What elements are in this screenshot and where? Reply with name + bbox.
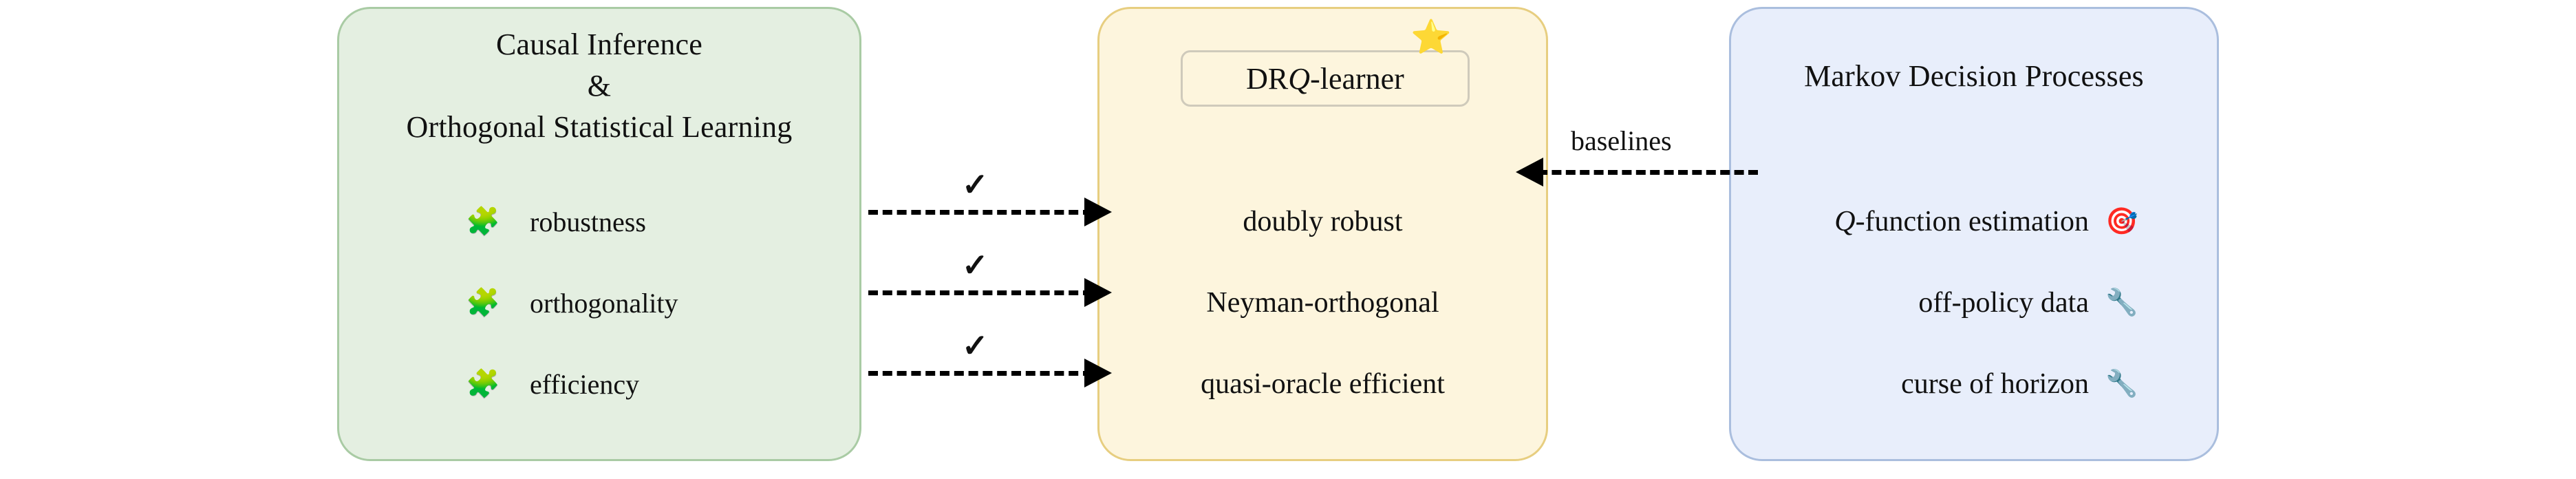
list-item: doubly robust	[1243, 206, 1403, 237]
wrench-icon: 🔧	[2105, 370, 2138, 398]
check-icon: ✓	[962, 167, 989, 202]
check-icon: ✓	[962, 328, 989, 363]
arrow-line	[868, 210, 1093, 215]
puzzle-piece-icon: 🧩	[466, 287, 500, 318]
list-item-text: -function estimation	[1855, 206, 2089, 237]
check-icon: ✓	[962, 248, 989, 283]
right-panel-list: Q-function estimation 🎯 off-policy data …	[1731, 181, 2217, 425]
list-item-label: off-policy data	[1793, 286, 2089, 319]
badge-suffix: -learner	[1310, 61, 1404, 96]
panel-markov-decision-processes: Markov Decision Processes Q-function est…	[1729, 7, 2219, 461]
arrow-head	[1084, 278, 1112, 307]
list-item: 🧩 efficiency	[339, 343, 859, 425]
list-item: 🧩 robustness	[339, 181, 859, 262]
list-item-label: robustness	[530, 206, 646, 237]
list-item-label: efficiency	[530, 368, 640, 400]
list-item-text: off-policy data	[1918, 287, 2089, 319]
italic-q: Q	[1834, 206, 1856, 237]
list-item: quasi-oracle efficient	[1201, 368, 1445, 400]
arrow-line	[1538, 170, 1758, 175]
baselines-label: baselines	[1571, 125, 1672, 156]
left-panel-list: 🧩 robustness 🧩 orthogonality 🧩 efficienc…	[339, 181, 859, 425]
list-item-text: curse of horizon	[1901, 368, 2089, 400]
list-item: off-policy data 🔧	[1731, 262, 2217, 343]
list-item: Q-function estimation 🎯	[1731, 181, 2217, 262]
left-panel-title-line3: Orthogonal Statistical Learning	[406, 110, 793, 144]
arrow-line	[868, 371, 1093, 376]
puzzle-piece-icon: 🧩	[466, 206, 500, 237]
list-item-label: Q-function estimation	[1793, 205, 2089, 238]
list-item: 🧩 orthogonality	[339, 262, 859, 343]
left-panel-title-line1: Causal Inference	[495, 28, 703, 61]
list-item-label: orthogonality	[530, 287, 678, 319]
list-item: curse of horizon 🔧	[1731, 343, 2217, 425]
right-panel-title: Markov Decision Processes	[1804, 59, 2144, 93]
arrow-head	[1516, 158, 1543, 187]
arrow-line	[868, 290, 1093, 295]
badge-prefix: DR	[1246, 61, 1289, 96]
arrow-head	[1084, 198, 1112, 226]
list-item: Neyman-orthogonal	[1206, 287, 1439, 319]
panel-causal-inference: Causal Inference & Orthogonal Statistica…	[337, 7, 861, 461]
puzzle-piece-icon: 🧩	[466, 368, 500, 399]
list-item-label: curse of horizon	[1793, 368, 2089, 401]
left-panel-title-line2: &	[587, 69, 612, 103]
target-icon: 🎯	[2105, 207, 2138, 236]
wrench-icon: 🔧	[2105, 288, 2138, 317]
star-icon: ⭐	[1410, 19, 1452, 56]
badge-italic-q: Q	[1288, 61, 1311, 96]
arrow-head	[1084, 359, 1112, 387]
center-panel-list: doubly robust Neyman-orthogonal quasi-or…	[1099, 181, 1546, 425]
